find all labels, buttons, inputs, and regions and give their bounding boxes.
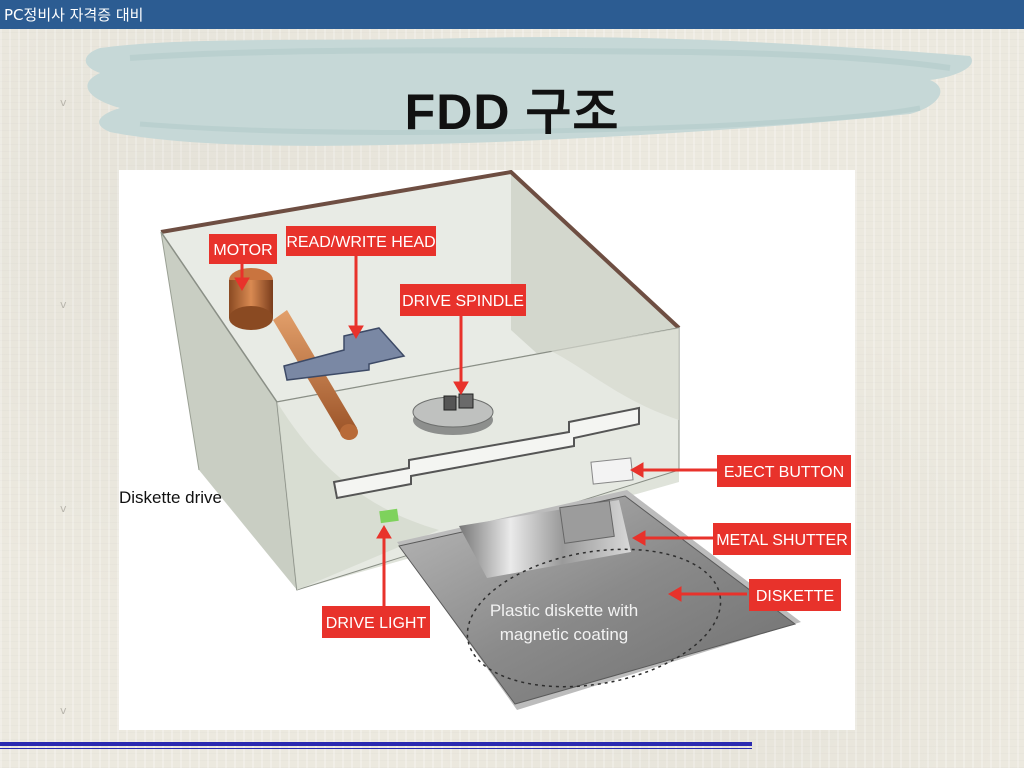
label-diskette: DISKETTE	[749, 579, 841, 611]
bottom-rule-thin	[0, 748, 752, 749]
header-bar: PC정비사 자격증 대비	[0, 0, 1024, 29]
diskette-slot	[332, 406, 640, 500]
label-read-write-head: READ/WRITE HEAD	[286, 226, 436, 256]
drive-light	[379, 508, 399, 524]
diskette	[397, 490, 801, 710]
label-drive-light: DRIVE LIGHT	[322, 606, 430, 638]
disk-text-line1: Plastic diskette with	[490, 601, 638, 620]
diagram-caption: Diskette drive	[119, 488, 222, 507]
label-motor: MOTOR	[209, 234, 277, 264]
label-metal-shutter: METAL SHUTTER	[713, 523, 851, 555]
disk-text-line2: magnetic coating	[500, 625, 629, 644]
label-drive-spindle: DRIVE SPINDLE	[400, 284, 526, 316]
eject-button	[590, 457, 634, 485]
read-write-head	[283, 327, 406, 381]
svg-text:READ/WRITE HEAD: READ/WRITE HEAD	[286, 234, 435, 251]
slide-title: FDD 구조	[404, 84, 620, 140]
fdd-diagram: Plastic diskette with magnetic coating M…	[119, 170, 855, 730]
svg-text:DRIVE SPINDLE: DRIVE SPINDLE	[402, 293, 524, 310]
svg-text:EJECT BUTTON: EJECT BUTTON	[724, 464, 844, 481]
svg-text:DISKETTE: DISKETTE	[756, 588, 834, 605]
title-brush-stroke	[85, 36, 972, 146]
header-text: PC정비사 자격증 대비	[4, 6, 144, 24]
svg-text:MOTOR: MOTOR	[213, 242, 272, 259]
label-eject-button: EJECT BUTTON	[717, 455, 851, 487]
svg-text:METAL SHUTTER: METAL SHUTTER	[716, 532, 848, 549]
drive-spindle	[412, 393, 494, 435]
label-arrows	[234, 256, 747, 606]
bottom-rule	[0, 742, 752, 746]
svg-text:DRIVE LIGHT: DRIVE LIGHT	[326, 615, 427, 632]
